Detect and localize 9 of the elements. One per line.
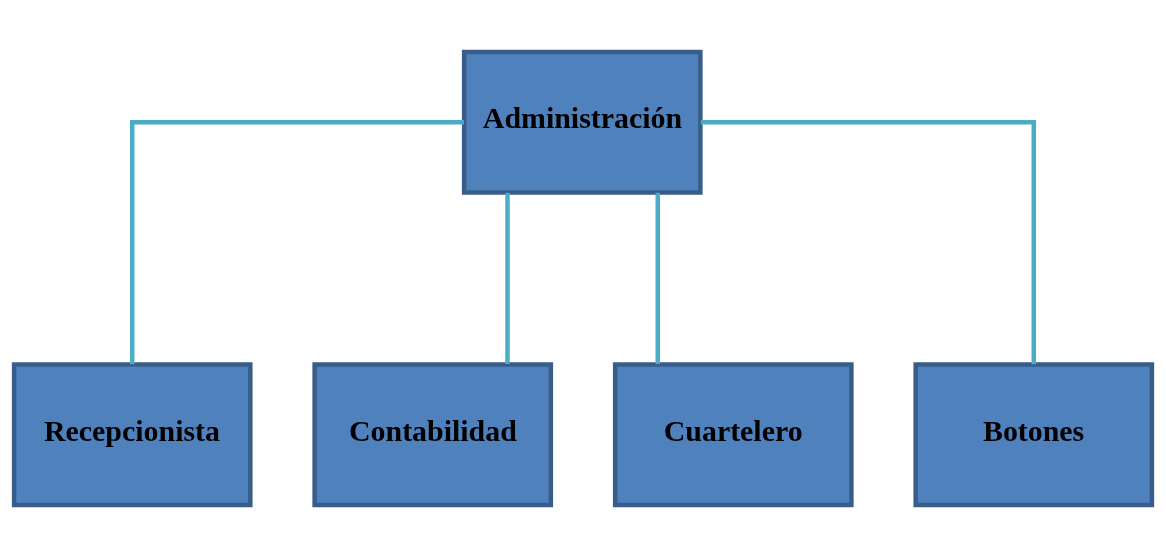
connector xyxy=(129,120,464,365)
node-box: Administración xyxy=(461,49,703,195)
node-box: Botones xyxy=(913,362,1155,508)
connector xyxy=(505,192,510,364)
node-box: Contabilidad xyxy=(312,362,554,508)
connector xyxy=(700,120,1037,365)
node-box: Recepcionista xyxy=(11,362,253,508)
node-box: Cuartelero xyxy=(612,362,854,508)
connector xyxy=(655,192,660,364)
